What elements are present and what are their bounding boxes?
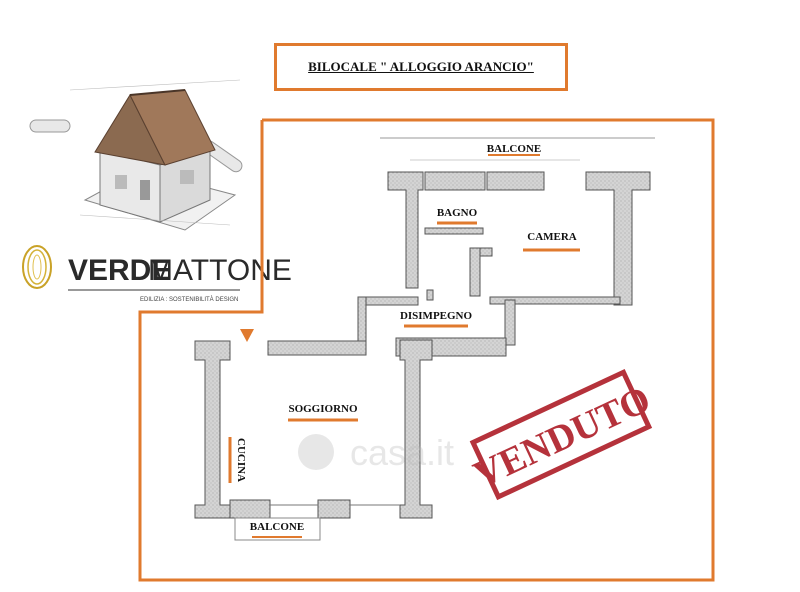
room-labels: BALCONE BAGNO CAMERA DISIMPEGNO SOGGIORN…	[228, 143, 580, 538]
svg-text:casa.it: casa.it	[350, 432, 454, 473]
brand-tagline: EDILIZIA : SOSTENIBILITÀ DESIGN	[140, 296, 238, 303]
title-box: BILOCALE " ALLOGGIO ARANCIO"	[274, 43, 568, 91]
label-soggiorno: SOGGIORNO	[288, 403, 358, 415]
label-balcone-top: BALCONE	[487, 143, 541, 155]
orange-outline	[138, 118, 715, 582]
label-cucina: CUCINA	[235, 438, 247, 482]
house-illustration	[29, 79, 243, 231]
walls	[194, 137, 655, 541]
brand-name-verde: VERDE	[68, 254, 171, 287]
label-balcone-bottom: BALCONE	[250, 521, 304, 533]
verde-mattone-logo: VERDE MATTONE EDILIZIA : SOSTENIBILITÀ D…	[22, 245, 292, 303]
label-bagno: BAGNO	[437, 207, 478, 219]
page-title: BILOCALE " ALLOGGIO ARANCIO"	[308, 59, 534, 74]
brand-name-mattone: MATTONE	[148, 254, 292, 287]
venduto-stamp: VENDUTO	[467, 368, 657, 501]
label-disimpegno: DISIMPEGNO	[400, 310, 473, 322]
label-camera: CAMERA	[527, 231, 577, 243]
casa-it-watermark: casa.it	[298, 432, 454, 473]
entrance-arrow-icon	[240, 329, 254, 342]
